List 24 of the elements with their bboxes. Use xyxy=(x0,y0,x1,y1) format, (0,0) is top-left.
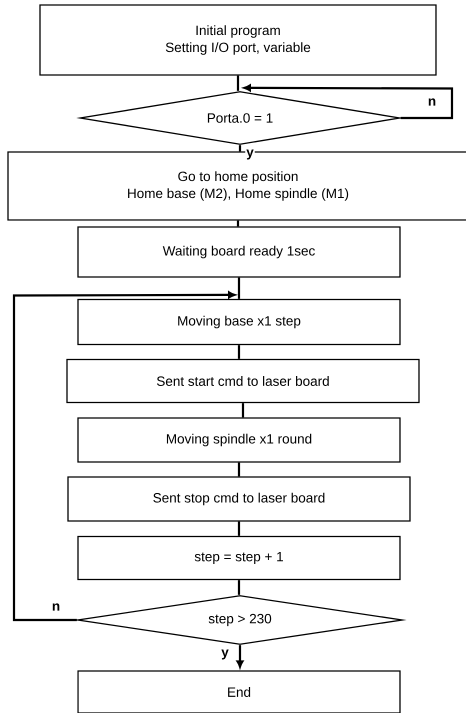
connector xyxy=(242,403,244,418)
process-box: Initial program Setting I/O port, variable xyxy=(39,4,437,76)
connector xyxy=(238,522,240,536)
connector xyxy=(238,278,240,299)
connector xyxy=(12,291,236,622)
process-box: Sent start cmd to laser board xyxy=(66,358,420,404)
connector xyxy=(238,345,240,359)
edge-label: n xyxy=(426,97,438,107)
process-box: End xyxy=(77,670,401,713)
process-box: Waiting board ready 1sec xyxy=(77,226,401,278)
connector xyxy=(238,580,240,595)
process-box: Moving base x1 step xyxy=(77,298,401,346)
connector xyxy=(243,84,454,120)
edge-label: y xyxy=(245,148,255,160)
process-box: Moving spindle x1 round xyxy=(77,417,401,463)
connector xyxy=(236,645,244,668)
edge-label: y xyxy=(220,648,230,660)
connector xyxy=(236,76,240,91)
process-box: Sent stop cmd to laser board xyxy=(67,476,411,522)
edge-label: n xyxy=(50,602,62,612)
process-box: step = step + 1 xyxy=(77,536,401,580)
connector xyxy=(236,220,240,226)
connector xyxy=(238,462,240,476)
connector xyxy=(238,145,242,152)
